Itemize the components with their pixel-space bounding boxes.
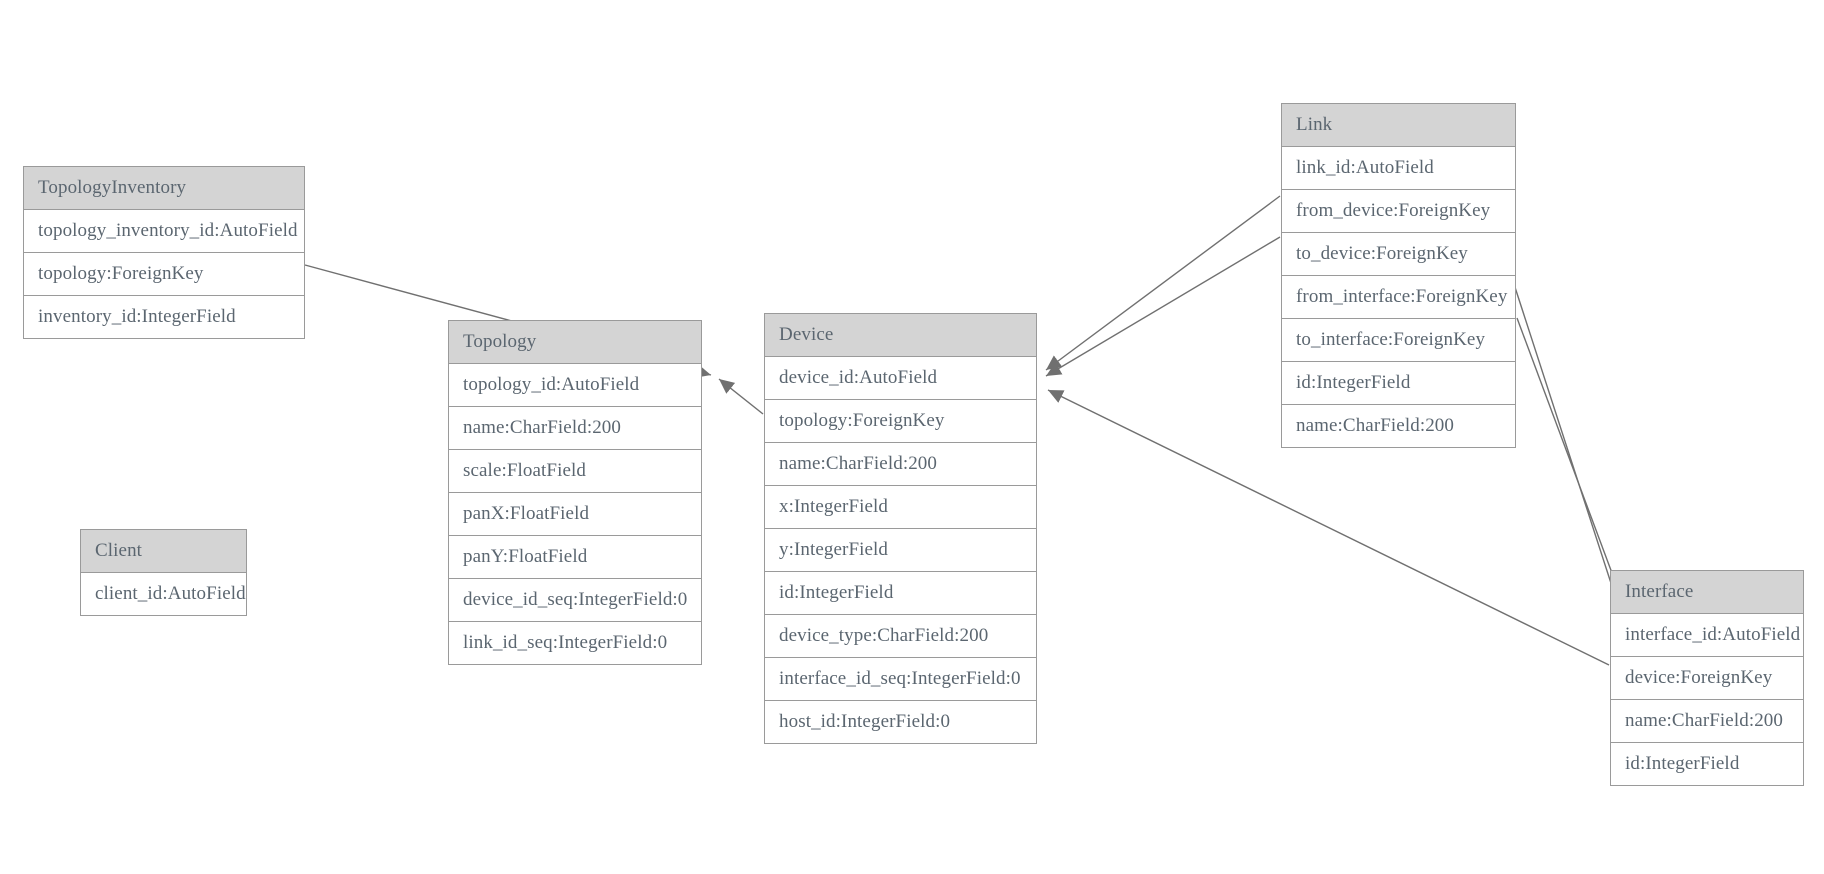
entity-title-link: Link <box>1282 104 1515 147</box>
field-link-from-interface: from_interface:ForeignKey <box>1282 276 1515 319</box>
entity-client[interactable]: Client client_id:AutoField <box>80 529 247 616</box>
field-topology-topology-id: topology_id:AutoField <box>449 364 701 407</box>
entity-device[interactable]: Device device_id:AutoField topology:Fore… <box>764 313 1037 744</box>
field-client-client-id: client_id:AutoField <box>81 573 246 615</box>
field-topology-link-id-seq: link_id_seq:IntegerField:0 <box>449 622 701 664</box>
field-link-link-id: link_id:AutoField <box>1282 147 1515 190</box>
field-topology-scale: scale:FloatField <box>449 450 701 493</box>
field-topology-pany: panY:FloatField <box>449 536 701 579</box>
field-topology-inventory-topology: topology:ForeignKey <box>24 253 304 296</box>
edge-link-to-device <box>1045 236 1281 377</box>
field-interface-device: device:ForeignKey <box>1611 657 1803 700</box>
field-topology-inventory-inventory-id: inventory_id:IntegerField <box>24 296 304 338</box>
entity-title-client: Client <box>81 530 246 573</box>
entity-title-topology-inventory: TopologyInventory <box>24 167 304 210</box>
field-device-y: y:IntegerField <box>765 529 1036 572</box>
field-device-device-type: device_type:CharField:200 <box>765 615 1036 658</box>
field-topology-name: name:CharField:200 <box>449 407 701 450</box>
field-link-to-device: to_device:ForeignKey <box>1282 233 1515 276</box>
field-link-id: id:IntegerField <box>1282 362 1515 405</box>
field-topology-device-id-seq: device_id_seq:IntegerField:0 <box>449 579 701 622</box>
edge-link-from-device <box>1045 195 1281 371</box>
entity-title-interface: Interface <box>1611 571 1803 614</box>
field-device-host-id: host_id:IntegerField:0 <box>765 701 1036 743</box>
field-interface-name: name:CharField:200 <box>1611 700 1803 743</box>
entity-title-topology: Topology <box>449 321 701 364</box>
field-link-name: name:CharField:200 <box>1282 405 1515 447</box>
edge-link-from-interface <box>1511 277 1624 615</box>
field-device-interface-id-seq: interface_id_seq:IntegerField:0 <box>765 658 1036 701</box>
field-device-id: id:IntegerField <box>765 572 1036 615</box>
edge-device-topology <box>718 378 764 415</box>
entity-interface[interactable]: Interface interface_id:AutoField device:… <box>1610 570 1804 786</box>
field-device-name: name:CharField:200 <box>765 443 1036 486</box>
field-interface-interface-id: interface_id:AutoField <box>1611 614 1803 657</box>
field-device-topology: topology:ForeignKey <box>765 400 1036 443</box>
entity-topology[interactable]: Topology topology_id:AutoField name:Char… <box>448 320 702 665</box>
field-device-device-id: device_id:AutoField <box>765 357 1036 400</box>
entity-topology-inventory[interactable]: TopologyInventory topology_inventory_id:… <box>23 166 305 339</box>
field-device-x: x:IntegerField <box>765 486 1036 529</box>
field-topology-panx: panX:FloatField <box>449 493 701 536</box>
field-link-from-device: from_device:ForeignKey <box>1282 190 1515 233</box>
entity-title-device: Device <box>765 314 1036 357</box>
field-link-to-interface: to_interface:ForeignKey <box>1282 319 1515 362</box>
entity-link[interactable]: Link link_id:AutoField from_device:Forei… <box>1281 103 1516 448</box>
field-topology-inventory-id: topology_inventory_id:AutoField <box>24 210 304 253</box>
field-interface-id: id:IntegerField <box>1611 743 1803 785</box>
